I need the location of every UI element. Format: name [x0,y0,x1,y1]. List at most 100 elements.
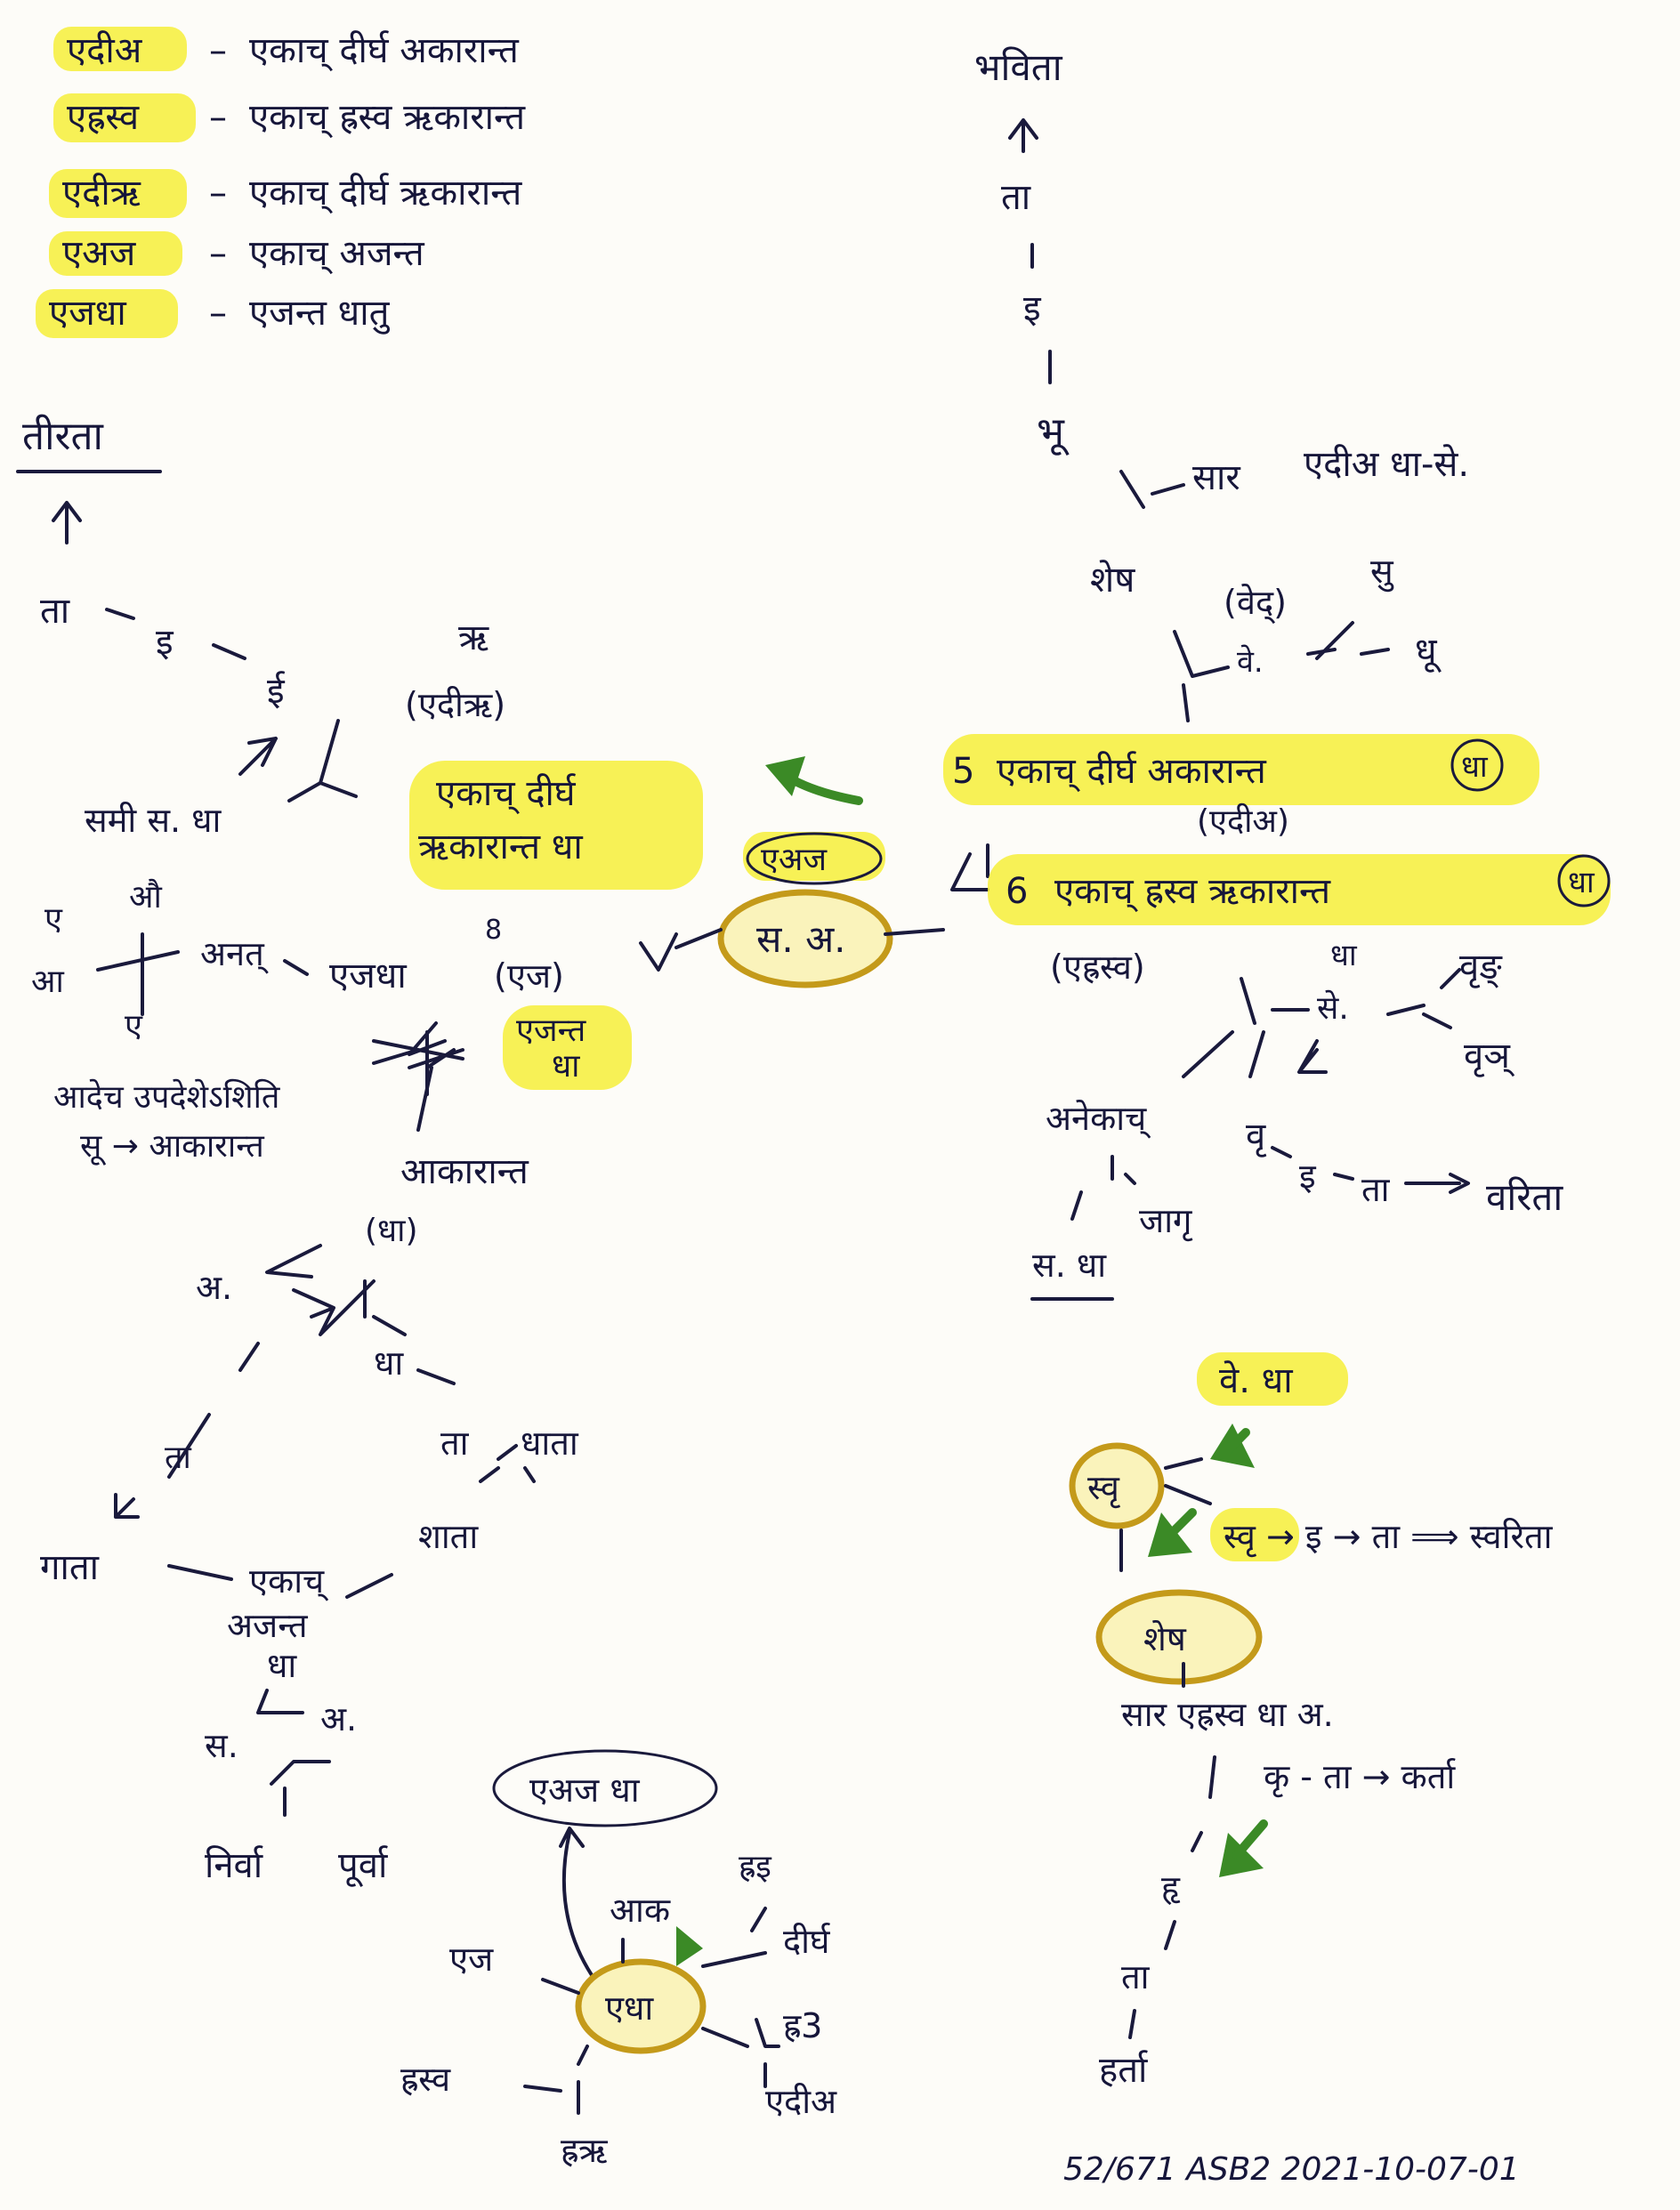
legend: एदीअ – एकाच् दीर्घ अकारान्त एह्रस्व – एक… [36,27,526,338]
br-harta: हर्ता [1099,2050,1148,2091]
left-dha: धा [374,1343,404,1383]
left-eight: 8 [485,915,502,946]
right-dha: धा [1330,938,1358,973]
left-ta: ता [40,591,70,632]
right-dhu: धू [1415,631,1442,673]
connector [256,1689,331,1786]
legend-dash: – [209,173,227,214]
bc-ej: एज [449,1940,494,1979]
center-node: एअज स. अ. [674,756,945,988]
left-tree: तीरता ता इ ई समी स. धा ऋ (एदीऋ) एकाच् दी… [16,414,703,1887]
green-arrow-icon [1219,1428,1250,1459]
connector [950,843,989,891]
connector [1173,621,1390,722]
svr-ring-fill [1072,1446,1161,1526]
connector [283,959,309,976]
connector [1182,968,1461,1078]
legend-desc: एजन्त धातु [249,293,391,335]
left-aa: आ [31,964,65,1000]
right-dha6: धा [1568,865,1595,900]
right-su: सु [1370,552,1394,593]
left-aakar-dha: (धा) [365,1213,418,1249]
bc-ring [575,1958,707,2054]
left-aadeca1: आदेच उपदेशेऽशिति [53,1078,281,1116]
legend-key: एदीअ [67,30,143,71]
left-gaata: गाता [40,1547,100,1588]
right-vrnj: वृञ् [1464,1036,1515,1077]
bc-hrasvai: ह्रइ [739,1849,772,1885]
right-anekac: अनेकाच् [1046,1099,1151,1139]
right-line6: एकाच् ह्रस्व ऋकारान्त [1054,871,1331,913]
connector [105,608,135,620]
right-shesh: शेष [1090,560,1135,601]
left-ejdesc2: धा [552,1048,580,1085]
br-shesh: शेष [1143,1619,1187,1658]
legend-highlight [49,231,182,276]
right-vedh: (वेद्) [1224,583,1287,625]
legend-key: एअज [62,233,137,274]
legend-desc: एकाच् दीर्घ ऋकारान्त [249,173,523,214]
bc-ring-fill [578,1962,703,2051]
connector [1164,1457,1212,1505]
green-arrow-icon [676,1926,703,1966]
left-r-desc2: ऋकारान्त धा [418,827,583,867]
legend-highlight [49,169,187,218]
connector [167,1564,393,1599]
left-a2: अ. [320,1699,357,1738]
right-v: वे. [1237,644,1264,680]
br-chain: स्वृ → इ → ता ⟹ स्वरिता [1224,1517,1554,1558]
right-line5: एकाच् दीर्घ अकारान्त [997,751,1267,793]
bc-bubble: एअज धा [529,1770,641,1810]
bubble-oval [492,1749,718,1827]
right-varita: वरिता [1486,1175,1563,1219]
br-ta: ता [1121,1957,1151,1996]
svr-ring [1069,1442,1165,1529]
left-ekac2: अजन्त [227,1606,309,1645]
footer-ref: 52/671 ASB2 2021-10-07-01 [1063,2151,1520,2188]
connector [1119,470,1185,509]
vdha-highlight [1197,1352,1348,1406]
center-ring [717,889,893,988]
connector [372,932,678,1132]
center-tag-oval [746,832,883,885]
bc-hrasvr: ह्रस्व [400,2060,451,2099]
left-purva: पूर्वा [338,1845,388,1887]
bottom-center-cluster: एअज धा एधा एज आक ह्रइ दीर्घ ह्र3 एदीअ ह्… [400,1749,837,2170]
right-line5-highlight [943,734,1539,805]
right-tag6: (एह्रस्व) [1050,948,1145,987]
right-bhu: भू [1037,409,1070,456]
bc-center: एधा [605,1988,654,2028]
connector [523,1907,780,2115]
legend-dash: – [209,293,227,334]
right-i: इ [1023,288,1042,329]
center-tag: एअज [761,842,828,878]
bc-hrsvr2: ह्रऋ [561,2131,608,2170]
right-dha5: धा [1461,749,1489,785]
left-nirvaa: निर्वा [205,1845,263,1886]
right-vrn: वृङ् [1459,947,1503,988]
right-ta: ता [1001,177,1031,218]
br-svr: स्वृ [1087,1468,1121,1509]
bubble-arrow [559,1827,594,1977]
connector [1070,1155,1136,1221]
center-links [674,928,945,949]
left-ta2: ता [440,1424,470,1463]
left-a: अ. [196,1268,232,1307]
connector [238,719,358,803]
legend-key: एजधा [49,293,126,334]
left-dhata: धाता [521,1424,579,1463]
bc-hr3: ह्र3 [783,2006,822,2045]
left-r-desc1: एकाच् दीर्घ [436,773,577,815]
shesh-ring-fill [1099,1593,1259,1682]
left-ejdha: एजधा [329,956,407,996]
right-line6-highlight [988,854,1611,925]
bc-dirgh: दीर्घ [783,1922,830,1961]
left-i: इ [156,622,174,663]
left-result-arrow [16,470,162,544]
legend-highlight [36,289,178,338]
left-ekac1: एकाच् [249,1561,329,1601]
right-jaagr: जागृ [1139,1201,1193,1242]
right-result-arrow [1008,118,1038,153]
